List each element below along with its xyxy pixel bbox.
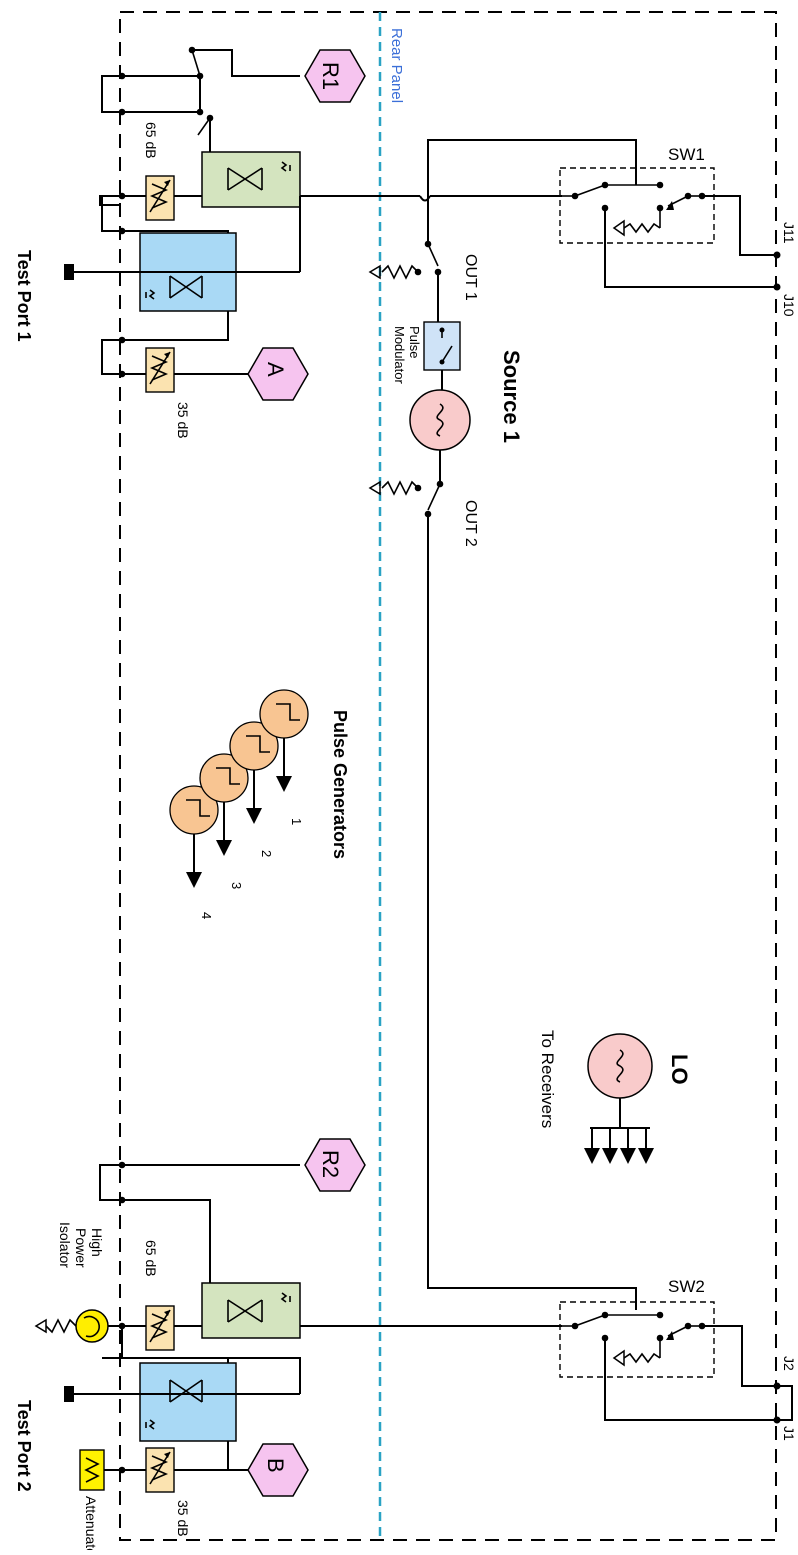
att-35-top-label: 35 dB (175, 402, 191, 439)
high-power-isolator (75, 1309, 109, 1343)
j11-label: J11 (781, 222, 797, 244)
out1-label: OUT 1 (462, 254, 479, 301)
test-port-1-label: Test Port 1 (14, 250, 34, 342)
receiver-r1 (304, 49, 366, 103)
r1-label: R1 (318, 62, 343, 90)
att-65-bottom-label: 65 dB (143, 1240, 159, 1277)
test-port-2-label: Test Port 2 (14, 1400, 34, 1492)
isolator-label-1: High (89, 1228, 105, 1257)
attenuator-35db-port1 (145, 347, 175, 393)
coupler-b (139, 1362, 237, 1442)
j1-label: J1 (781, 1426, 797, 1441)
coupler-r2 (201, 1282, 301, 1339)
pulse-generator-4 (169, 785, 219, 888)
attenuator-65db-port1 (145, 175, 175, 221)
receiver-r2 (304, 1138, 366, 1192)
j10-label: J10 (781, 294, 797, 317)
test-port-1-connector (64, 264, 74, 280)
attenuator-35db-port2 (145, 1447, 175, 1493)
source1-label: Source 1 (499, 350, 524, 443)
a-label: A (263, 362, 288, 377)
sw2-switch (562, 1311, 706, 1367)
sw2-label: SW2 (668, 1277, 705, 1296)
sw1-box (559, 167, 715, 244)
pulse-modulator-label-2: Modulator (392, 326, 407, 384)
pg-2-label: 2 (259, 850, 274, 857)
sw1-label: SW1 (668, 145, 705, 164)
test-port-2-connector (64, 1386, 74, 1402)
receiver-a (247, 347, 309, 401)
isolator-label-3: Isolator (57, 1222, 73, 1268)
pulse-generator-3 (199, 753, 249, 856)
lo-label: LO (667, 1054, 692, 1085)
pulse-modulator-label-1: Pulse (407, 326, 422, 359)
pg-1-label: 1 (289, 818, 304, 825)
r2-label: R2 (318, 1150, 343, 1178)
pulse-generator-1 (259, 689, 309, 792)
instrument-boundary (119, 11, 777, 1541)
j2-label: J2 (781, 1356, 797, 1371)
receiver-b (247, 1443, 309, 1497)
rear-panel-label: Rear Panel (388, 28, 405, 103)
isolator-label-2: Power (73, 1228, 89, 1268)
pulse-generators-label: Pulse Generators (330, 710, 350, 859)
sw1-switch (562, 181, 706, 237)
fixed-attenuator (79, 1449, 105, 1491)
sw2-box (559, 1301, 715, 1378)
b-label: B (263, 1458, 288, 1473)
att-65-top-label: 65 dB (143, 122, 159, 159)
pg-3-label: 3 (229, 882, 244, 889)
att-35-bottom-label: 35 dB (175, 1500, 191, 1537)
out2-label: OUT 2 (462, 500, 479, 547)
pulse-generator-2 (229, 721, 279, 824)
attenuator-65db-port2 (145, 1305, 175, 1351)
to-receivers-label: To Receivers (538, 1030, 557, 1128)
attenuator-label: Attenuator (83, 1496, 99, 1550)
coupler-r1 (201, 151, 301, 208)
pg-4-label: 4 (199, 912, 214, 919)
